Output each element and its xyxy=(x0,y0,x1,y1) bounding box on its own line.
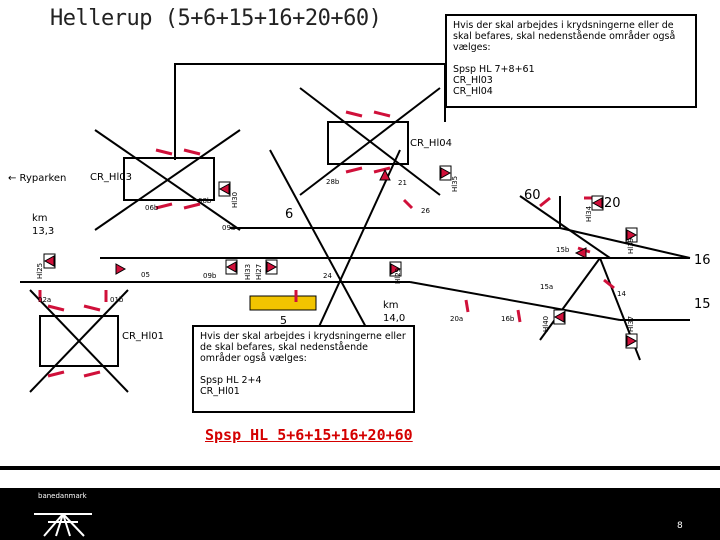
note-bottom: Hvis der skal arbejdes i krydsningerne e… xyxy=(192,325,415,413)
label-cr-hl04: CR_Hl04 xyxy=(410,138,452,149)
label-section-16: 16 xyxy=(694,253,711,268)
label-signal-hl39: Hl39 xyxy=(627,237,635,254)
label-section-15: 15 xyxy=(694,297,711,312)
label-signal-hl25: Hl25 xyxy=(36,262,44,279)
label-switch-20a: 20a xyxy=(450,315,464,323)
label-section-5: 5 xyxy=(280,314,287,327)
label-switch-08b: 08b xyxy=(198,197,212,205)
spsp-link[interactable]: Spsp HL 5+6+15+16+20+60 xyxy=(205,426,413,444)
label-signal-hl30: Hl30 xyxy=(231,191,239,208)
label-section-20: 20 xyxy=(604,196,621,211)
note-bottom-text: Hvis der skal arbejdes i krydsningerne e… xyxy=(200,331,406,364)
note-bottom-line: Spsp HL 2+4 xyxy=(200,375,262,386)
note-top-line: CR_Hl03 xyxy=(453,75,493,86)
label-switch-06b: 06b xyxy=(145,204,159,212)
label-signal-hl27: Hl27 xyxy=(255,263,263,280)
track-block xyxy=(249,295,317,311)
label-signal-hl29: Hl29 xyxy=(394,267,402,284)
note-top-text: Hvis der skal arbejdes i krydsningerne e… xyxy=(453,20,676,53)
label-switch-09b: 09b xyxy=(203,272,217,280)
signal-arrow-right xyxy=(574,247,587,259)
label-switch-01b: 01b xyxy=(110,296,124,304)
label-signal-hl40: Hl40 xyxy=(542,315,550,332)
page-number: 8 xyxy=(677,521,683,531)
banedanmark-logo-icon xyxy=(34,513,92,537)
crossing-box-cr-hl03 xyxy=(123,157,215,201)
label-section-6: 6 xyxy=(285,207,294,222)
label-switch-15b: 15b xyxy=(556,246,570,254)
label-signal-hl37: Hl37 xyxy=(627,315,635,332)
crossing-box-cr-hl04 xyxy=(327,121,409,165)
signal-arrow-left xyxy=(115,263,127,275)
note-top-line: CR_Hl04 xyxy=(453,86,493,97)
label-switch-16b: 16b xyxy=(501,315,515,323)
footer-bar xyxy=(0,488,720,540)
label-switch-24: 24 xyxy=(323,272,332,280)
label-switch-28b: 28b xyxy=(326,178,340,186)
signal-arrow-top xyxy=(379,168,391,181)
crossing-box-cr-hl01 xyxy=(39,315,119,367)
label-cr-hl03: CR_Hl03 xyxy=(90,172,132,183)
label-switch-02a: 02a xyxy=(38,296,52,304)
label-signal-hl35: Hl35 xyxy=(451,175,459,192)
label-signal-hl34: Hl34 xyxy=(585,205,593,222)
label-switch-09a: 09a xyxy=(222,224,236,232)
footer-divider xyxy=(0,466,720,470)
label-switch-15a: 15a xyxy=(540,283,554,291)
label-switch-05: 05 xyxy=(141,271,150,279)
note-top: Hvis der skal arbejdes i krydsningerne e… xyxy=(445,14,697,108)
page-title: Hellerup (5+6+15+16+20+60) xyxy=(50,6,382,31)
label-switch-26: 26 xyxy=(421,207,430,215)
note-bottom-line: CR_Hl01 xyxy=(200,386,240,397)
label-ryparken: ← Ryparken xyxy=(8,173,67,184)
label-section-60: 60 xyxy=(524,188,541,203)
label-switch-21: 21 xyxy=(398,179,407,187)
label-signal-hl33: Hl33 xyxy=(244,263,252,280)
connector-top xyxy=(174,63,445,88)
label-cr-hl01: CR_Hl01 xyxy=(122,331,164,342)
label-switch-14: 14 xyxy=(617,290,626,298)
note-top-line: Spsp HL 7+8+61 xyxy=(453,64,535,75)
footer-logo-text: banedanmark xyxy=(38,492,87,500)
